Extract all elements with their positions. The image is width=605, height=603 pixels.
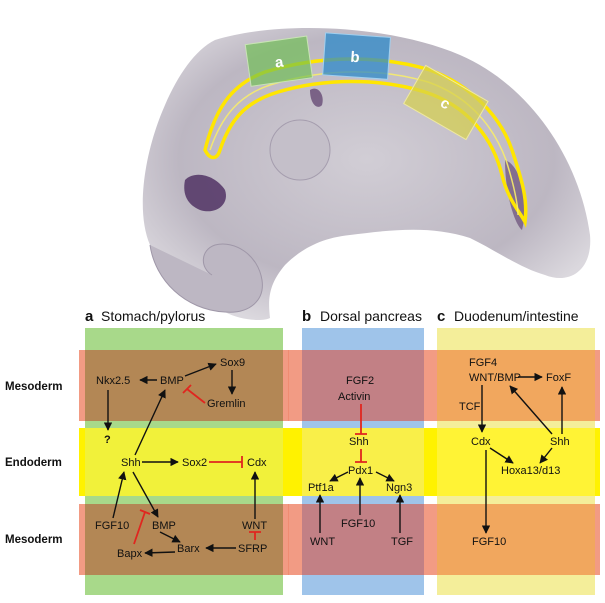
gene-b-fgf10: FGF10: [341, 518, 375, 530]
row-label-endoderm: Endoderm: [5, 457, 62, 469]
gene-a-cdx: Cdx: [247, 457, 267, 469]
gene-c-shh: Shh: [550, 436, 570, 448]
gene-b-wnt: WNT: [310, 536, 335, 548]
section-b-title: Dorsal pancreas: [320, 308, 422, 324]
section-a-title: Stomach/pylorus: [101, 308, 205, 324]
section-a-letter: a: [85, 308, 94, 325]
region-box-a: a: [244, 35, 314, 87]
gene-a-bmp-bottom: BMP: [152, 520, 176, 532]
network-b: FGF2 Activin Shh Pdx1 Ptf1a Ngn3 WNT FGF…: [308, 375, 413, 548]
gene-a-sox2: Sox2: [182, 457, 207, 469]
embryo-tail-curl: [149, 243, 263, 313]
gene-a-fgf10: FGF10: [95, 520, 129, 532]
gene-a-nkx25: Nkx2.5: [96, 375, 130, 387]
embryo-stain-mid: [310, 88, 323, 107]
bands: [79, 328, 600, 595]
gene-a-question: ?: [104, 434, 111, 446]
section-b-letter: b: [302, 308, 311, 325]
network-c: FGF4 WNT/BMP FoxF TCF Cdx Shh Hoxa13/d13…: [459, 357, 571, 548]
gene-c-fgf4: FGF4: [469, 357, 497, 369]
gene-b-tgf: TGF: [391, 536, 413, 548]
region-box-c: c: [403, 64, 489, 141]
gene-a-bmp-top: BMP: [160, 375, 184, 387]
gene-b-shh: Shh: [349, 436, 369, 448]
row-label-mesoderm-bottom: Mesoderm: [5, 534, 63, 546]
gene-c-wntbmp: WNT/BMP: [469, 372, 521, 384]
gene-c-tcf: TCF: [459, 401, 481, 413]
gene-b-activin: Activin: [338, 391, 370, 403]
network-a: Sox9 Nkx2.5 BMP Gremlin ? Shh Sox2 Cdx F…: [95, 357, 267, 560]
gene-b-fgf2: FGF2: [346, 375, 374, 387]
embryo-stain-dark: [184, 174, 226, 212]
embryo-image: a b c: [142, 28, 591, 320]
embryo-heart-bulge: [269, 119, 331, 181]
section-c-title: Duodenum/intestine: [454, 308, 579, 324]
section-c-letter: c: [437, 308, 445, 325]
gene-a-wnt: WNT: [242, 520, 267, 532]
gene-a-shh: Shh: [121, 457, 141, 469]
gene-b-ptf1a: Ptf1a: [308, 482, 335, 494]
gene-b-pdx1: Pdx1: [348, 465, 373, 477]
region-label-a: a: [274, 54, 285, 72]
gene-c-fgf10: FGF10: [472, 536, 506, 548]
gene-a-gremlin: Gremlin: [207, 398, 246, 410]
region-label-b: b: [350, 49, 360, 67]
gene-c-hoxa: Hoxa13/d13: [501, 465, 560, 477]
gene-b-ngn3: Ngn3: [386, 482, 412, 494]
row-label-mesoderm-top: Mesoderm: [5, 381, 63, 393]
gene-a-barx: Barx: [177, 543, 200, 555]
gene-a-sfrp: SFRP: [238, 543, 267, 555]
region-box-b: b: [322, 32, 391, 80]
gene-c-cdx: Cdx: [471, 436, 491, 448]
gut-outline-inner: [209, 71, 519, 216]
gene-c-foxf: FoxF: [546, 372, 571, 384]
gene-a-bapx: Bapx: [117, 548, 143, 560]
gene-a-sox9: Sox9: [220, 357, 245, 369]
